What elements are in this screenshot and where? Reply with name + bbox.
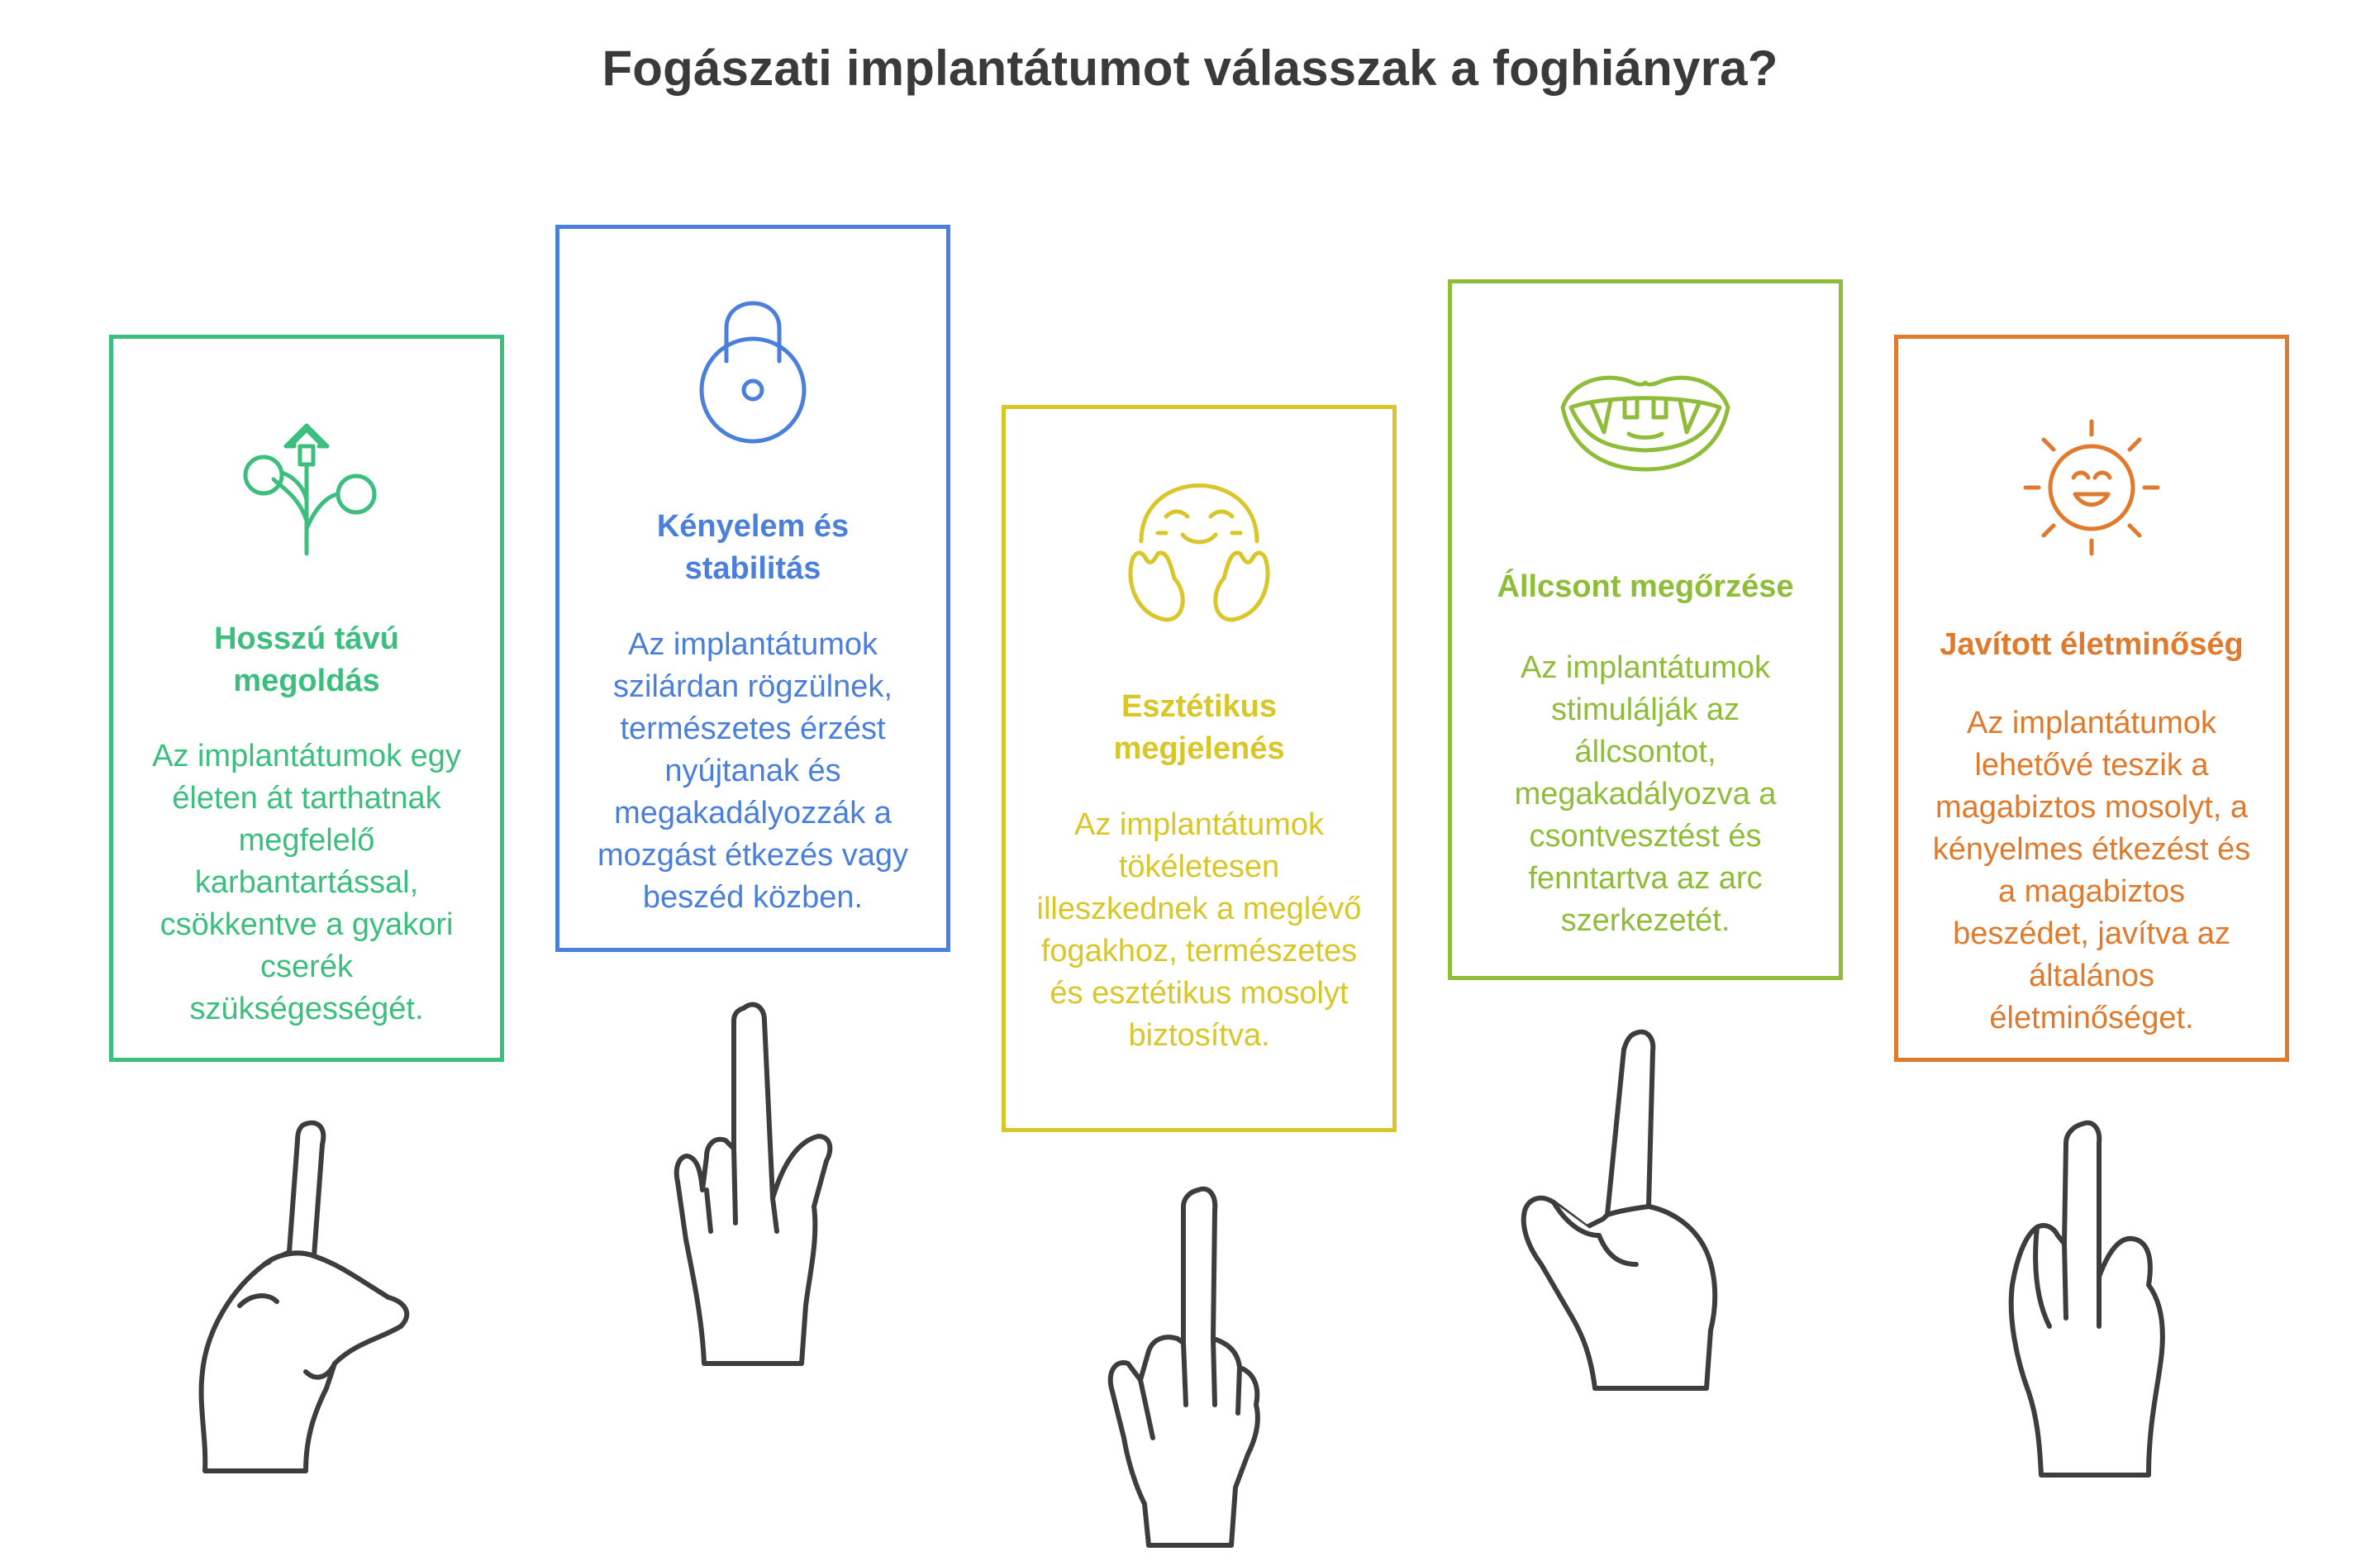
card-body: Az implantátumok szilárdan rögzülnek, te… — [597, 627, 908, 915]
card-heading: Állcsont megőrzése — [1497, 569, 1794, 604]
mouth-teeth-icon — [1452, 358, 1839, 482]
card-long-term-solution: Hosszú távú megoldás Az implantátumok eg… — [109, 335, 504, 1062]
card-improved-quality-of-life: Javított életminőség Az implantátumok le… — [1894, 335, 2289, 1062]
card-heading: Kényelem és stabilitás — [656, 509, 850, 586]
pointing-hand-icon — [1107, 1186, 1260, 1548]
pointing-hand-icon — [198, 1120, 410, 1473]
sprout-house-icon — [113, 397, 500, 562]
card-heading: Hosszú távú megoldás — [214, 621, 399, 698]
card-body: Az implantátumok tökéletesen illeszkedne… — [1036, 807, 1362, 1053]
card-body: Az implantátumok lehetővé teszik a magab… — [1932, 706, 2251, 1035]
page-title: Fogászati implantátumot válasszak a fogh… — [602, 40, 1778, 96]
pointing-hand-icon — [1521, 1029, 1718, 1391]
card-body: Az implantátumok egy életen át tarthatna… — [152, 739, 461, 1026]
card-heading: Esztétikus megjelenés — [1113, 689, 1285, 766]
card-body: Az implantátumok stimulálják az állcsont… — [1514, 650, 1777, 938]
smiling-face-hands-icon — [1006, 459, 1392, 640]
pointing-hand-icon — [674, 1002, 833, 1366]
pointing-hand-icon — [2008, 1120, 2165, 1478]
card-comfort-stability: Kényelem és stabilitás Az implantátumok … — [555, 225, 950, 952]
smiling-sun-icon — [1898, 405, 2285, 570]
card-heading: Javított életminőség — [1940, 627, 2244, 662]
card-jawbone-preservation: Állcsont megőrzése Az implantátumok stim… — [1448, 279, 1843, 980]
padlock-icon — [559, 278, 946, 460]
card-aesthetic-appearance: Esztétikus megjelenés Az implantátumok t… — [1002, 405, 1397, 1132]
